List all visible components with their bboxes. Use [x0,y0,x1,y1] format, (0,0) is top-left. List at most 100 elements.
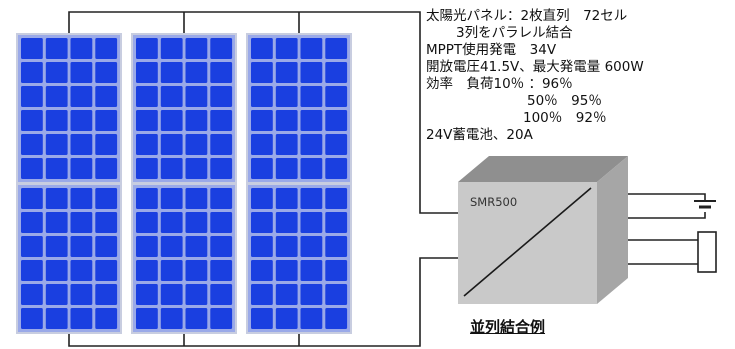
solar-cell [185,158,208,179]
solar-panel-1 [16,33,122,184]
solar-panel-5 [131,183,237,334]
solar-cell [251,86,273,107]
solar-panel-6 [246,183,352,334]
controller-box-top [458,156,628,182]
solar-cell [160,212,183,233]
solar-cell [95,110,118,131]
solar-cell [136,308,158,329]
solar-cell [210,38,233,59]
solar-cell [136,284,158,305]
solar-cell [300,236,323,257]
solar-cell [275,212,298,233]
solar-cell [185,308,208,329]
solar-cell [45,284,68,305]
solar-cell [21,260,43,281]
solar-cell [136,134,158,155]
solar-cell [70,134,93,155]
solar-cell [70,158,93,179]
solar-cell [45,308,68,329]
solar-cell [300,158,323,179]
solar-cell [185,284,208,305]
solar-cell [210,260,233,281]
solar-cell [325,86,348,107]
bottom-bus-wire [68,257,458,347]
spec-panel-config: 太陽光パネル：2枚直列 72セル [426,8,628,24]
solar-panel-2 [131,33,237,184]
solar-cell [160,110,183,131]
solar-panel-3 [246,33,352,184]
solar-cell [300,308,323,329]
solar-cell [45,110,68,131]
solar-cell [21,38,43,59]
solar-cell [251,212,273,233]
solar-cell [70,284,93,305]
solar-cell [70,308,93,329]
solar-cell [210,110,233,131]
diagram-caption: 並列結合例 [470,318,546,336]
solar-cell [210,212,233,233]
solar-cell [251,260,273,281]
solar-panel-4 [16,183,122,334]
solar-cell [21,188,43,209]
spec-voltage-power: 開放電圧41.5V、最大発電量 600W [426,59,644,75]
solar-cell [95,260,118,281]
solar-panel-array [16,33,352,334]
solar-cell [136,158,158,179]
solar-cell [70,110,93,131]
solar-cell [185,134,208,155]
solar-cell [45,188,68,209]
solar-cell [210,308,233,329]
solar-cell [300,188,323,209]
solar-cell [185,236,208,257]
solar-cell [136,62,158,83]
solar-cell [160,86,183,107]
solar-cell [325,38,348,59]
solar-cell [325,260,348,281]
solar-cell [251,110,273,131]
solar-cell [21,158,43,179]
solar-cell [70,260,93,281]
solar-cell [300,38,323,59]
solar-cell [21,110,43,131]
solar-cell [251,158,273,179]
solar-cell [136,212,158,233]
solar-cell [251,284,273,305]
solar-cell [300,86,323,107]
solar-cell [21,236,43,257]
solar-cell [70,236,93,257]
solar-cell [45,236,68,257]
solar-cell [325,158,348,179]
solar-cell [185,62,208,83]
solar-cell [185,260,208,281]
solar-cell [21,284,43,305]
solar-cell [275,110,298,131]
solar-cell [251,38,273,59]
solar-cell [45,158,68,179]
solar-cell [136,188,158,209]
spec-efficiency-10: 効率 負荷10％ ：96％ [426,76,573,92]
spec-efficiency-100: 100％ 92％ [523,110,607,126]
solar-cell [210,188,233,209]
solar-cell [185,86,208,107]
solar-cell [300,134,323,155]
solar-cell [21,134,43,155]
solar-cell [95,86,118,107]
solar-cell [70,188,93,209]
wiring [68,11,706,347]
solar-cell [275,260,298,281]
solar-cell [95,236,118,257]
solar-cell [95,308,118,329]
solar-cell [300,260,323,281]
solar-cell [275,284,298,305]
solar-cell [160,236,183,257]
solar-cell [210,158,233,179]
solar-cell [45,62,68,83]
solar-cell [95,158,118,179]
solar-cell [210,236,233,257]
solar-cell [251,188,273,209]
solar-cell [70,212,93,233]
spec-battery: 24V蓄電池、20A [426,127,533,143]
solar-cell [160,284,183,305]
solar-cell [21,62,43,83]
